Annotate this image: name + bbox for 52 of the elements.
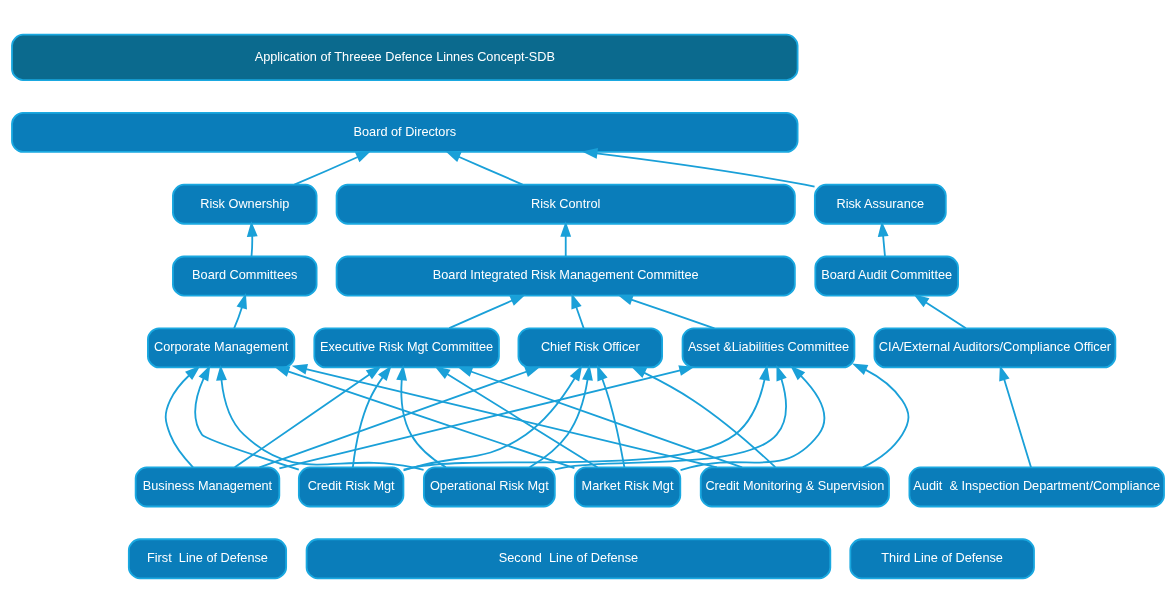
arrow: [528, 364, 593, 468]
arrow: [630, 365, 777, 468]
arrow: [216, 364, 425, 471]
node-box: Third Line of Defense: [849, 537, 1035, 579]
arrow: [258, 366, 541, 468]
node-box: Board Integrated Risk Management Committee: [335, 255, 796, 296]
arrow: [434, 365, 599, 468]
arrow: [445, 150, 524, 185]
node-box: CIA/External Auditors/Compliance Officer: [873, 326, 1117, 368]
node-box: Business Management: [134, 466, 281, 507]
arrow: [448, 294, 526, 329]
arrow: [554, 364, 787, 470]
arrow: [246, 220, 258, 257]
node-box: Board Audit Committee: [814, 255, 959, 296]
arrow: [560, 220, 572, 257]
node-box: Risk Assurance: [813, 183, 947, 225]
arrow: [456, 366, 743, 468]
arrow: [273, 365, 576, 469]
node-box: Executive Risk Mgt Committee: [313, 326, 500, 368]
arrow: [999, 364, 1032, 468]
arrow: [194, 364, 300, 471]
arrow: [571, 292, 585, 329]
node-box: Asset &Liabilities Committee: [681, 326, 856, 368]
arrow: [851, 363, 910, 468]
node-box: Corporate Management: [147, 326, 296, 368]
arrow: [396, 364, 447, 468]
node-box: Chief Risk Officer: [517, 326, 663, 368]
node-box: Credit Monitoring & Supervision: [699, 466, 890, 507]
arrow: [164, 365, 201, 468]
arrow: [293, 150, 372, 185]
node-box: First Line of Defense: [127, 537, 288, 579]
arrow: [617, 294, 716, 329]
node-box: Risk Ownership: [172, 183, 318, 225]
arrow: [233, 365, 382, 468]
arrow: [877, 220, 889, 257]
arrow: [233, 292, 247, 329]
arrow: [351, 364, 392, 468]
node-box: Audit & Inspection Department/Compliance: [908, 466, 1165, 507]
arrow: [679, 365, 826, 471]
node-box: Risk Control: [335, 183, 796, 225]
node-box: Credit Risk Mgt: [297, 466, 405, 507]
node-box: Application of Threeee Defence Linnes Concept-SDB: [11, 33, 799, 81]
node-box: Second Line of Defense: [305, 537, 832, 579]
arrow: [402, 364, 583, 471]
node-box: Market Risk Mgt: [573, 466, 682, 507]
arrow: [402, 364, 770, 471]
arrow: [597, 364, 626, 468]
arrow: [913, 293, 967, 329]
node-box: Operational Risk Mgt: [422, 466, 556, 507]
arrow: [581, 147, 816, 187]
node-box: Board Committees: [172, 255, 318, 296]
node-box: Board of Directors: [11, 111, 799, 153]
